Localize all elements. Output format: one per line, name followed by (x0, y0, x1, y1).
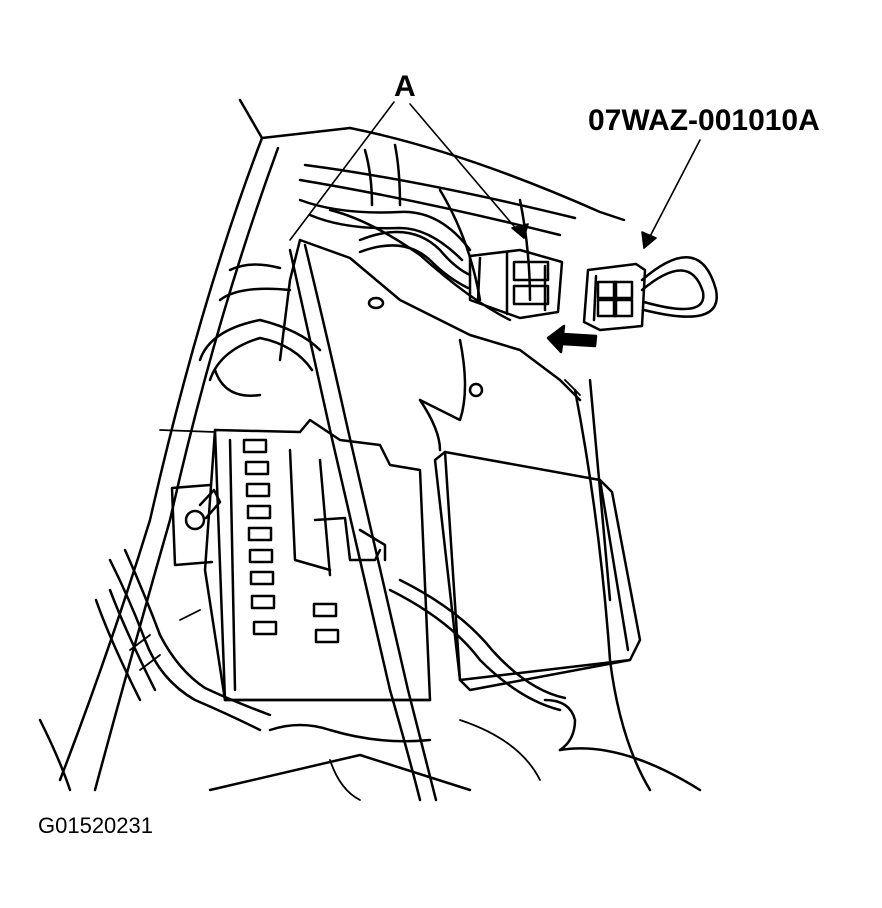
fuse-box (170, 418, 432, 702)
main-vertical-cable (288, 243, 438, 802)
connector-a (358, 230, 564, 320)
control-unit (433, 450, 642, 692)
lower-harness (268, 578, 577, 752)
figure-code-label: G01520231 (38, 813, 153, 838)
body-details (129, 379, 581, 801)
part-label-a: A (394, 70, 416, 103)
jumper-tool (582, 256, 718, 332)
tool-number-label: 07WAZ-001010A (588, 104, 820, 137)
leader-lines (289, 101, 701, 249)
left-cables (94, 263, 322, 732)
mounting-bracket (278, 238, 582, 452)
insert-arrow (546, 324, 598, 354)
